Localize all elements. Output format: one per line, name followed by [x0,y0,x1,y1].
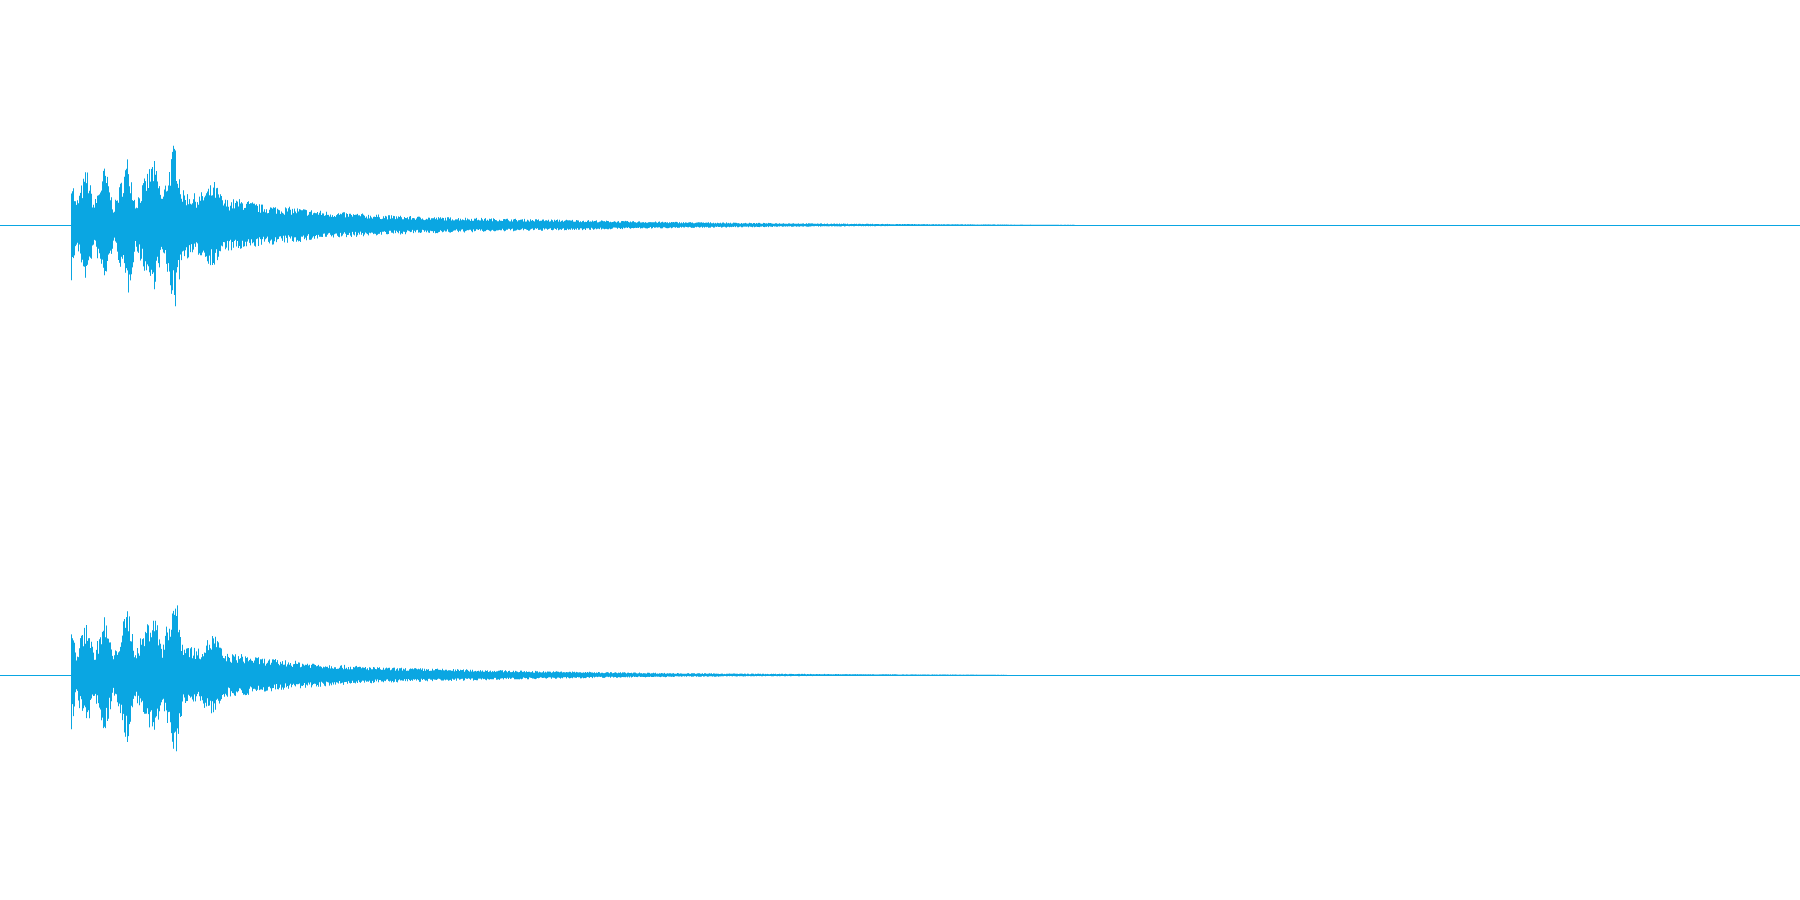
channel-2-waveform [71,605,1007,752]
channel-2 [0,605,1800,752]
channel-1-waveform [71,145,1075,307]
channel-1 [0,145,1800,307]
channels-group [0,145,1800,752]
